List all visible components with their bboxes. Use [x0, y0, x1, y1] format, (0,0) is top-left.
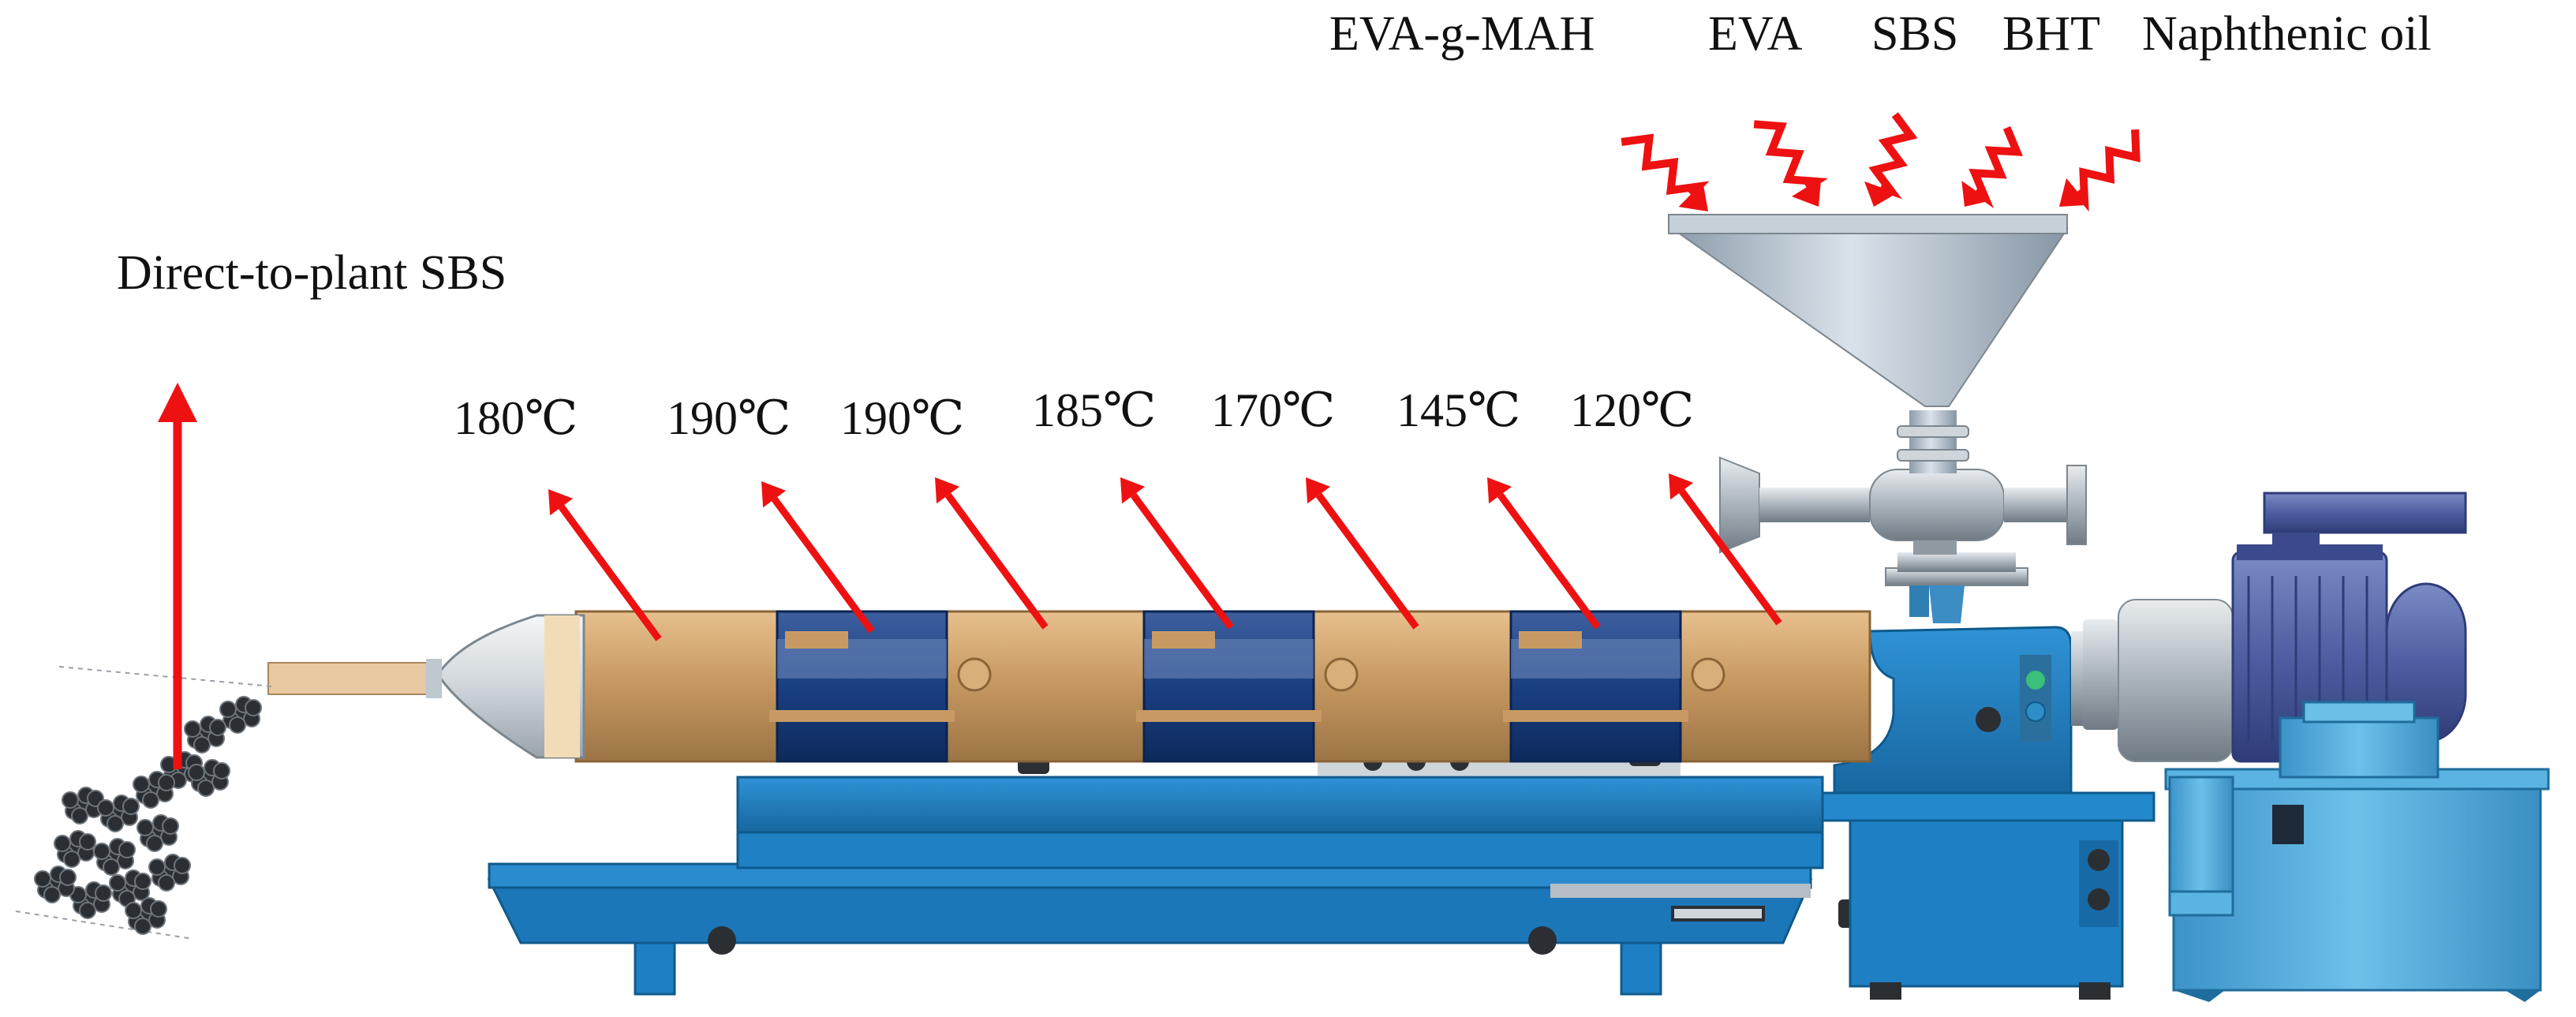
vent-arrow-icon	[548, 489, 662, 641]
pellet-icon	[62, 787, 104, 824]
vent-arrow-icon	[1306, 477, 1419, 630]
feed-arrow-icon	[1864, 112, 1918, 207]
ingredient-label-sbs: SBS	[1871, 7, 1959, 61]
oil-tank-unit	[2164, 701, 2550, 1002]
feed-arrow-icon	[2059, 129, 2140, 212]
pellet-icon	[148, 854, 191, 892]
pellet-icon	[133, 771, 175, 809]
extruder-barrel	[574, 610, 1871, 763]
temperature-label-zone-1: 180℃	[454, 392, 578, 444]
extruder-base-frame	[487, 738, 1859, 996]
pellet-icon	[125, 897, 167, 935]
heater-band	[1136, 610, 1322, 763]
pellet-icon	[93, 838, 136, 876]
heater-band	[769, 610, 955, 763]
vent-arrow-icon	[1487, 477, 1601, 630]
ingredient-label-eva-g-mah: EVA-g-MAH	[1329, 7, 1595, 61]
pellet-icon	[54, 830, 96, 868]
temperature-label-zone-3: 190℃	[840, 392, 965, 444]
temperature-label-zone-6: 145℃	[1396, 384, 1521, 436]
pellet-icon	[97, 795, 140, 832]
pellet-icon	[219, 696, 262, 734]
ingredient-label-naphthenic-oil: Naphthenic oil	[2142, 7, 2432, 61]
pellet-pile	[15, 666, 273, 940]
temperature-label-zone-5: 170℃	[1211, 384, 1336, 436]
pellet-icon	[188, 759, 230, 797]
ingredient-label-eva: EVA	[1708, 7, 1803, 61]
vent-arrow-icon	[1669, 473, 1782, 626]
feed-arrow-icon	[1753, 120, 1829, 207]
pellet-icon	[69, 881, 112, 919]
feed-arrow-icon	[1961, 125, 2023, 208]
pellet-icon	[136, 814, 179, 852]
vent-arrow-icon	[1120, 477, 1234, 630]
heater-band	[1503, 610, 1688, 763]
ingredient-label-bht: BHT	[2002, 7, 2100, 61]
feed-arrow-icon	[1621, 133, 1710, 211]
feed-hopper	[1668, 214, 2087, 623]
vent-arrow-icon	[935, 477, 1049, 630]
vent-arrow-icon	[761, 481, 875, 634]
pellet-icon	[109, 869, 151, 907]
temperature-label-zone-7: 120℃	[1570, 384, 1695, 436]
pellet-icon	[184, 716, 226, 753]
gearbox-housing	[1821, 626, 2155, 1000]
temperature-label-zone-4: 185℃	[1032, 384, 1157, 436]
product-label: Direct-to-plant SBS	[117, 246, 507, 300]
die-head	[267, 614, 585, 759]
temperature-label-zone-2: 190℃	[667, 392, 791, 444]
pellet-icon	[34, 866, 77, 903]
product-arrow-icon	[158, 383, 197, 769]
